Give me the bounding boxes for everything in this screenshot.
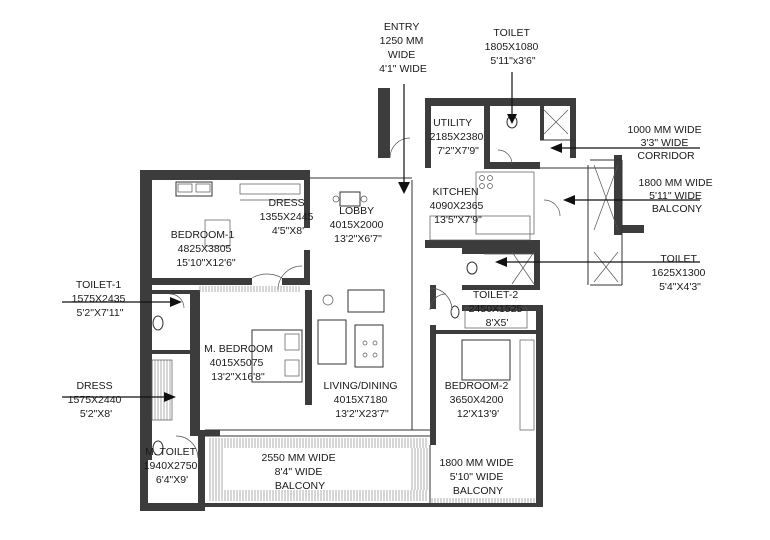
partitions bbox=[205, 109, 623, 503]
bed-2-icon bbox=[461, 339, 511, 381]
dress-left-label: DRESS 1575X2440 5'2"X8' bbox=[68, 380, 125, 420]
walls bbox=[140, 88, 644, 511]
room-labels: ENTRY 1250 MM WIDE 4'1" WIDE TOILET 1805… bbox=[68, 21, 715, 497]
pointer-arrows bbox=[62, 72, 700, 402]
sofa-icon bbox=[317, 319, 347, 365]
utility-label: UTILITY 2185X2380 7'2"X7'9" bbox=[430, 117, 487, 157]
wc-icon bbox=[466, 261, 478, 275]
m-toilet-label: M. TOILET 1940X2750 6'4"X9' bbox=[144, 446, 201, 486]
living-dining-label: LIVING/DINING 4015X7180 13'2"X23'7" bbox=[323, 380, 400, 420]
wc-icon bbox=[152, 440, 164, 456]
toilet-2-label: TOILET-2 2450X1525 8'X5' bbox=[469, 289, 526, 329]
balcony-bottom-right-label: 1800 MM WIDE 5'10" WIDE BALCONY bbox=[439, 457, 516, 497]
bedroom-1-label: BEDROOM-1 4825X3805 15'10"X12'6" bbox=[171, 229, 238, 269]
m-bedroom-label: M. BEDROOM 4015X5075 13'2"X16'8" bbox=[204, 343, 276, 383]
master-bed-icon bbox=[251, 329, 303, 383]
corridor-label: 1000 MM WIDE 3'3" WIDE CORRIDOR bbox=[627, 124, 704, 162]
dress-top-label: DRESS 1355X2445 4'5"X8' bbox=[260, 197, 317, 237]
lobby-label: LOBBY 4015X2000 13'2"X6'7" bbox=[330, 205, 387, 245]
kitchen-label: KITCHEN 4090X2365 13'5"X7'9" bbox=[430, 186, 487, 226]
toilet-top-label: TOILET 1805X1080 5'11"x3'6" bbox=[485, 27, 542, 67]
coffee-table-icon bbox=[354, 324, 384, 368]
furniture bbox=[151, 115, 518, 456]
doors bbox=[169, 137, 561, 459]
bed-icon bbox=[175, 181, 213, 197]
entry-label: ENTRY 1250 MM WIDE 4'1" WIDE bbox=[379, 21, 427, 75]
wc-icon bbox=[152, 315, 164, 331]
dining-table-icon bbox=[339, 191, 361, 207]
balcony-main-label: 2550 MM WIDE 8'4" WIDE BALCONY bbox=[261, 452, 338, 492]
bedroom-2-label: BEDROOM-2 3650X4200 12'X13'9' bbox=[445, 380, 512, 420]
toilet-1-label: TOILET-1 1575X2435 5'2"X7'11" bbox=[72, 279, 129, 319]
balcony-right-label: 1800 MM WIDE 5'11" WIDE BALCONY bbox=[638, 177, 715, 215]
wc-icon bbox=[450, 305, 460, 319]
toilet-right-label: TOILET 1625X1300 5'4"X4'3" bbox=[652, 253, 709, 293]
